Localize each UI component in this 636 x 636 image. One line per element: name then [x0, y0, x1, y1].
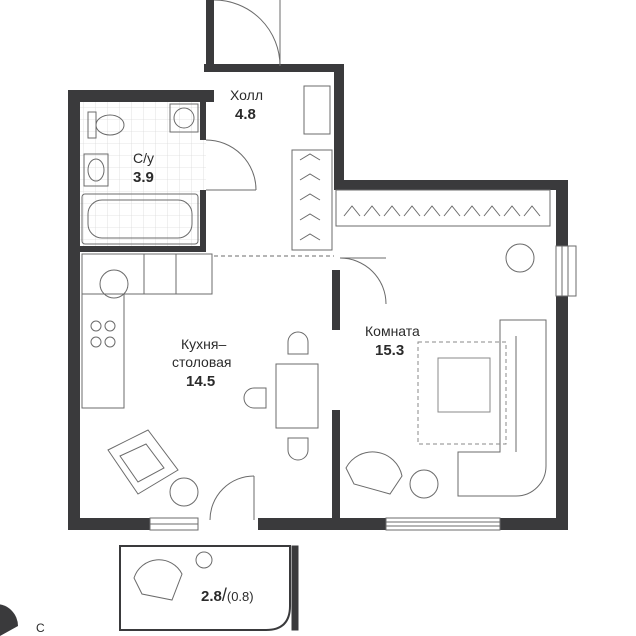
- room-name: Комната: [365, 323, 420, 339]
- sink: [83, 153, 109, 187]
- walls: [68, 0, 568, 530]
- dining-table: [243, 331, 319, 461]
- sofa: [457, 319, 547, 497]
- kitchen-name-line1: Кухня–: [181, 336, 227, 352]
- toilet: [87, 111, 125, 139]
- doors: [205, 0, 387, 521]
- kitchen-armchair: [107, 429, 179, 495]
- windows: [149, 245, 577, 531]
- room-area: 15.3: [375, 342, 405, 359]
- bathtub: [81, 193, 199, 245]
- balcony: [119, 545, 299, 631]
- balcony-area: 2.8/(0.8): [201, 585, 254, 605]
- balcony-area-reduced: (0.8): [226, 589, 254, 604]
- kitchen-name-line2: столовая: [172, 354, 232, 370]
- balcony-chair: [133, 559, 183, 601]
- room-armchair: [345, 451, 403, 495]
- bathroom-name: С/у: [133, 150, 154, 166]
- hall-wardrobe: [291, 85, 333, 251]
- hall-area: 4.8: [235, 106, 256, 123]
- room-wardrobe: [335, 189, 551, 227]
- compass-letter: С: [36, 621, 45, 635]
- balcony-area-value: 2.8: [201, 588, 222, 605]
- bathroom-area: 3.9: [133, 169, 154, 186]
- bathroom-tile-floor: [80, 100, 206, 248]
- rug: [417, 341, 507, 445]
- kitchen-area: 14.5: [186, 373, 216, 390]
- hall-name: Холл: [230, 87, 263, 103]
- plant-icon: [169, 243, 535, 507]
- kitchen-counter: [81, 253, 213, 409]
- washing-machine: [169, 103, 199, 133]
- compass-icon: [0, 604, 18, 636]
